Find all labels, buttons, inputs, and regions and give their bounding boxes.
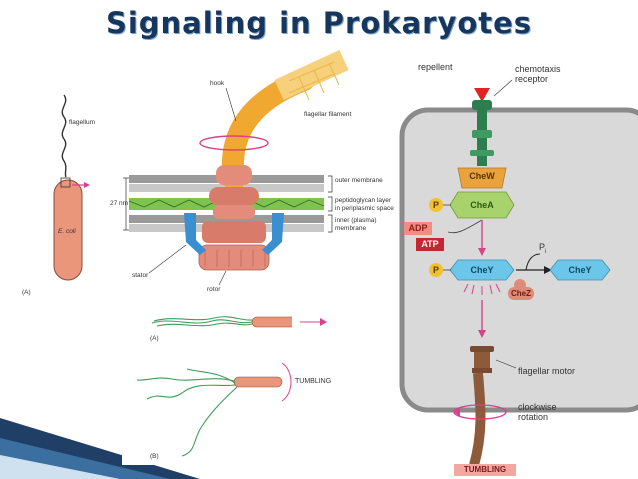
swimming-tumbling-diagram: (A) (B) TUMBLING <box>122 301 331 465</box>
tumbling-label-b: TUMBLING <box>295 378 332 385</box>
ecoli-label: E. coli <box>58 228 76 235</box>
flagellar-motor-label: flagellar motor <box>518 366 576 376</box>
chez-label: CheZ <box>511 289 531 298</box>
run-arrow-icon <box>300 318 327 326</box>
chemotaxis-receptor-label: chemotaxis receptor <box>515 64 561 84</box>
chey-label: CheY <box>568 265 592 275</box>
phosphate-chea-label: P <box>432 200 439 210</box>
clockwise-rotation-label: clockwise rotation <box>518 402 557 422</box>
panel-b-run-label: (A) <box>150 335 159 342</box>
size-label: 27 nm <box>110 200 129 207</box>
phosphate-chey-label: P <box>432 265 439 275</box>
outer-membrane-label: outer membrane <box>335 177 383 184</box>
adp-badge: ADP <box>404 222 432 235</box>
pi-subscript: i <box>545 248 547 255</box>
tumbling-badge: TUMBLING <box>454 464 516 476</box>
flagellum-label: flagellum <box>69 119 96 126</box>
inner-membrane-label: inner (plasma) membrane <box>335 217 377 232</box>
rotor-label: rotor <box>207 286 221 293</box>
panel-b-tumble-label: (B) <box>150 453 159 460</box>
slide-title: Signaling in Prokaryotes <box>105 6 533 40</box>
flagellar-filament-label: flagellar filament <box>304 111 352 118</box>
chea-label: CheA <box>470 200 494 210</box>
chemotaxis-pathway-diagram: repellent chemotaxis receptor CheW CheA … <box>398 50 638 479</box>
atp-badge: ATP <box>416 238 444 251</box>
pi-text: P <box>539 242 546 252</box>
repellent-label: repellent <box>418 62 453 72</box>
chey-phospho-label: CheY <box>470 265 494 275</box>
panel-a-label: (A) <box>22 289 31 296</box>
flagellar-motor-diagram: flagellum E. coli hook flagellar filamen… <box>14 45 395 298</box>
peptidoglycan-label: peptidoglycan layer in periplasmic space <box>335 197 394 212</box>
chew-label: CheW <box>469 171 495 181</box>
hook-label: hook <box>210 80 225 87</box>
stator-label: stator <box>132 272 149 279</box>
pi-label: Pi <box>539 242 546 257</box>
